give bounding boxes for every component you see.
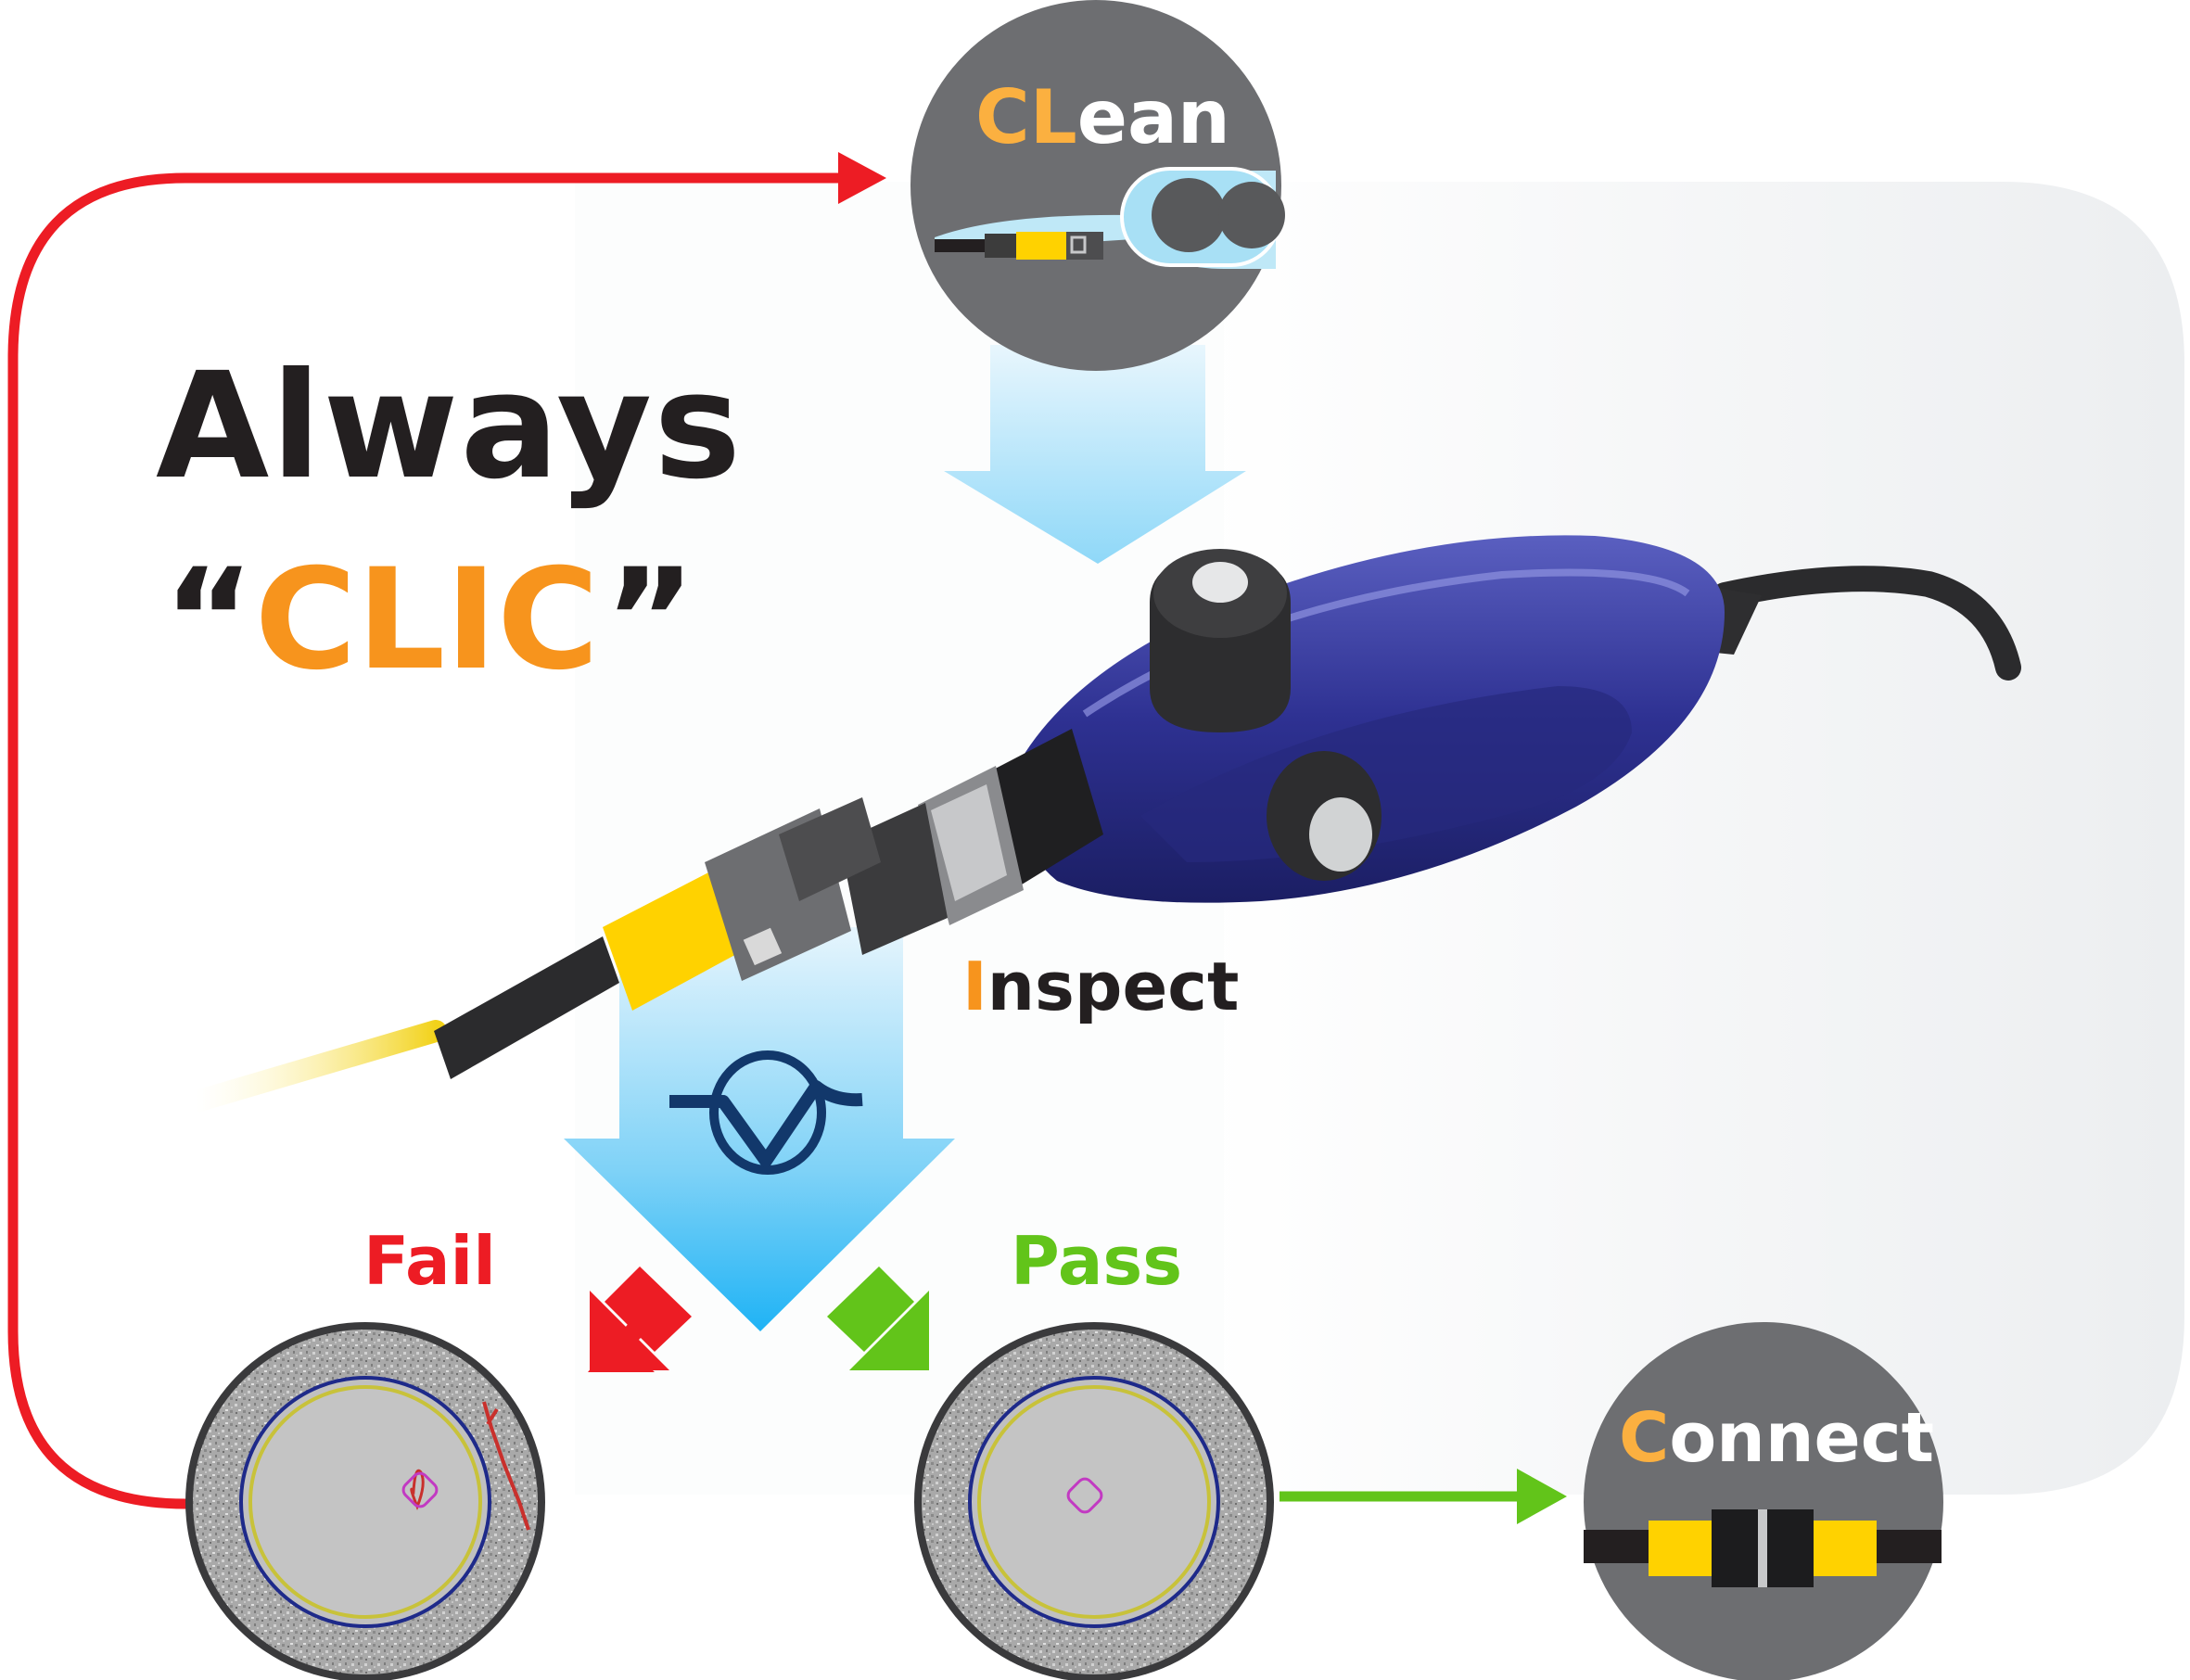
clean-connector-icon <box>935 232 1103 260</box>
fail-arrowhead <box>590 1291 669 1370</box>
mated-connector-icon <box>1584 1509 1942 1587</box>
pass-to-connect-arrowhead <box>1517 1469 1567 1524</box>
probe-cable <box>1712 566 2021 681</box>
clean-circle <box>910 0 1285 371</box>
result-pass-label: Pass <box>1011 1222 1183 1300</box>
logo-icon <box>669 1050 863 1175</box>
step-connect-accent: C <box>1619 1398 1670 1478</box>
step-connect-label: Connect <box>1619 1398 1934 1478</box>
title-line-clic: “CLIC” <box>163 540 695 701</box>
title-acronym: CLIC <box>254 540 605 701</box>
pass-arrow-stem <box>827 1266 914 1352</box>
title-open-quote: “ <box>163 540 255 701</box>
inspect-result-arrow <box>564 927 955 1331</box>
probe-top-button <box>1150 549 1291 732</box>
defect-mark <box>482 1401 530 1531</box>
result-fail-label: Fail <box>363 1222 496 1300</box>
step-clean-accent: CL <box>975 74 1077 160</box>
step-inspect-label: Inspect <box>962 948 1239 1025</box>
connect-circle <box>1584 1322 1943 1680</box>
probe-tip <box>840 729 1103 955</box>
fiber-tail <box>185 1020 447 1113</box>
background-panel <box>1205 182 2184 1495</box>
step-clean-label: CLean <box>975 74 1230 160</box>
step-connect-rest: onnect <box>1669 1398 1934 1478</box>
endface-pass-image <box>914 1322 1274 1680</box>
return-loop-arrow <box>7 172 860 1509</box>
title-line-always: Always <box>156 341 744 512</box>
fiber-connector-icon <box>434 797 881 1079</box>
step-clean-rest: ean <box>1076 74 1230 160</box>
title-close-quote: ” <box>604 540 696 701</box>
step-inspect-accent: I <box>962 948 987 1025</box>
step-inspect-rest: nspect <box>987 948 1240 1025</box>
probe-side-button <box>1267 751 1381 881</box>
clean-cassette-icon <box>1120 167 1285 267</box>
clean-to-inspect-arrow <box>944 345 1246 564</box>
inspection-probe-icon <box>840 535 2021 955</box>
fail-arrow-stem <box>605 1266 692 1352</box>
endface-fail-image <box>185 1322 545 1680</box>
pass-arrowhead <box>849 1291 929 1370</box>
return-loop-arrowhead <box>838 152 886 204</box>
